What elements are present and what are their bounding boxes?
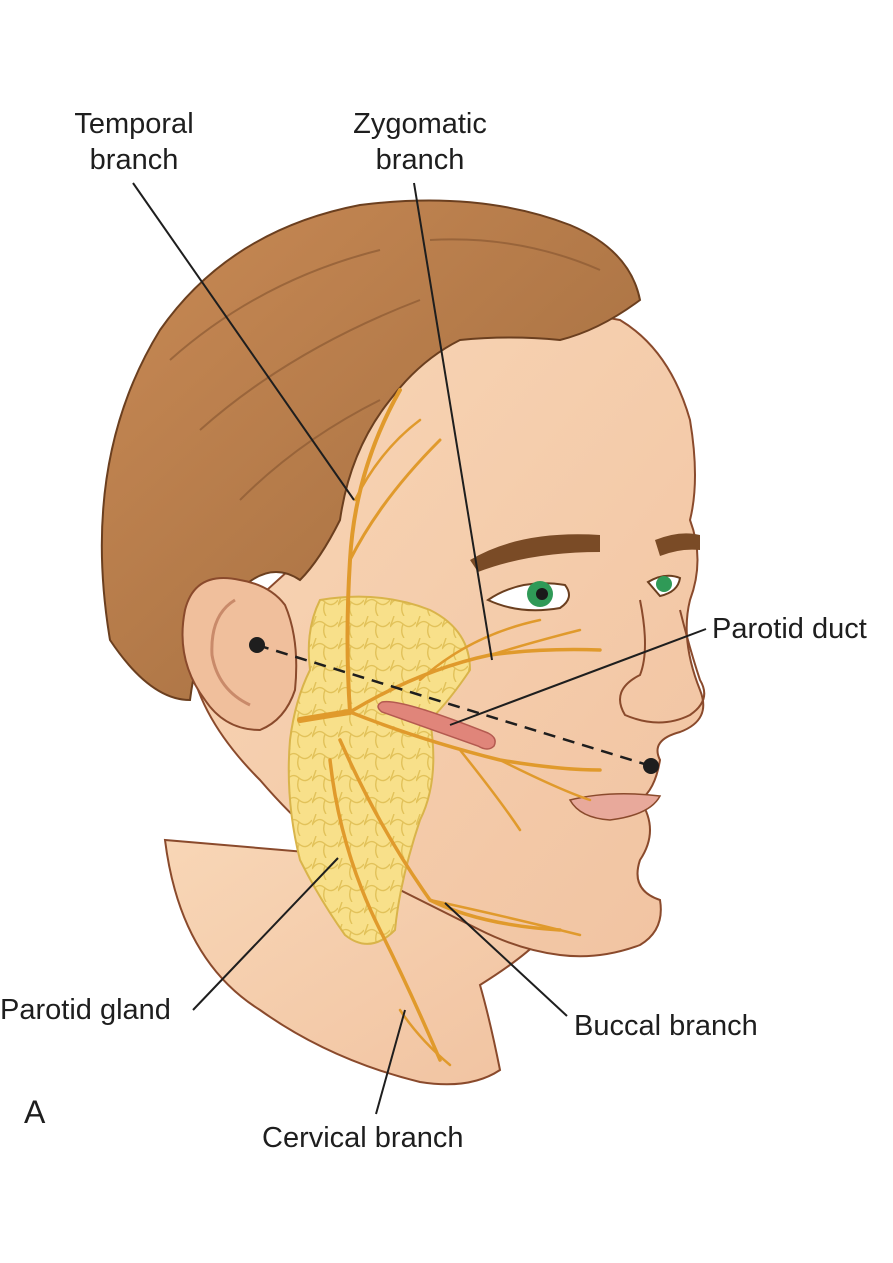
parotid-duct — [377, 700, 496, 750]
lips — [568, 793, 662, 821]
parotid-gland — [287, 595, 472, 945]
cervical-branch-label: Cervical branch — [262, 1122, 464, 1154]
eyebrow — [470, 534, 600, 572]
tragus-to-mouth-line — [256, 643, 652, 768]
parotid-gland-leader — [192, 857, 339, 1011]
temporal-label-line1: Temporal — [74, 108, 194, 140]
zygomatic-branch-label: Zygomatic branch — [335, 106, 505, 178]
temporal-label-line2: branch — [89, 144, 179, 176]
ear — [181, 577, 298, 732]
cervical-leader — [375, 1009, 406, 1115]
zygomatic-label-line1: Zygomatic — [353, 108, 487, 140]
nose — [619, 599, 706, 724]
parotid-duct-leader — [449, 628, 707, 726]
panel-letter: A — [24, 1094, 46, 1130]
buccal-branch-label: Buccal branch — [574, 1010, 758, 1042]
leader-lines — [132, 182, 707, 1115]
facial-nerve — [297, 388, 602, 1067]
buccal-leader — [444, 902, 568, 1017]
tragus-dot — [249, 637, 265, 653]
zygomatic-label-line2: branch — [375, 144, 465, 176]
mouth-dot — [643, 758, 659, 774]
temporal-leader — [132, 182, 355, 501]
parotid-duct-label: Parotid duct — [712, 613, 867, 645]
temporal-branch-label: Temporal branch — [64, 106, 204, 178]
parotid-gland-label: Parotid gland — [0, 994, 171, 1026]
zygomatic-leader — [413, 182, 493, 661]
